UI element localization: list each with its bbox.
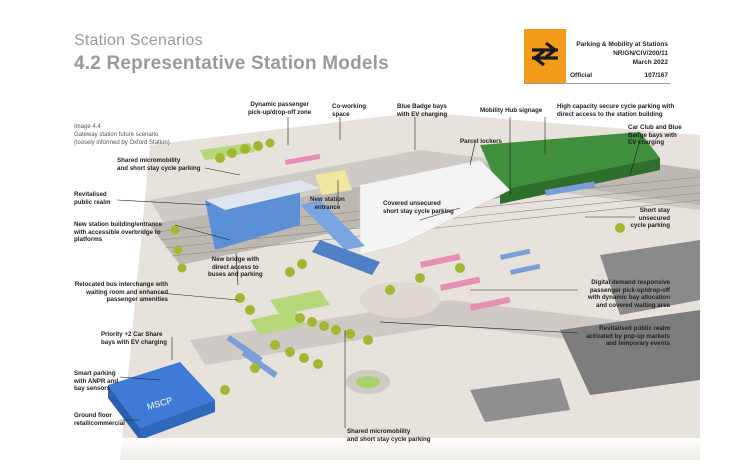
page-number: 107/167 [644,72,669,79]
overbridge [300,200,365,250]
road-lower [190,300,700,365]
doc-title: Parking & Mobility at Stations [576,41,668,48]
mscp-building [108,362,215,428]
coworking-space [315,170,352,195]
header-rule [524,83,670,84]
plaza-circle [360,282,440,318]
adjacent-building-3 [470,378,570,422]
doc-ref: NR/GN/CIV/200/11 [613,50,668,57]
new-bridge [312,240,380,275]
image-caption: Image 4.4 Gateway station future scenari… [74,123,170,147]
image-number: Image 4.4 [74,124,101,130]
national-rail-logo [524,29,566,83]
doc-date: March 2022 [632,59,668,66]
double-arrow-icon [532,41,558,67]
image-caption-line1: Gateway station future scenario [74,132,159,138]
document-info: Parking & Mobility at Stations NR/GN/CIV… [570,40,668,67]
adjacent-building [600,240,700,315]
adjacent-building-2 [560,310,700,395]
image-caption-line2: (loosely informed by Oxford Station) [74,140,170,146]
label-parcel-lockers: Parcel lockers [460,138,502,145]
label-mobility-hub: Mobility Hub signage [480,107,543,114]
section-title: Station Scenarios [74,32,203,49]
cycle-hub-green-roof [480,132,660,190]
classification: Official [570,72,593,79]
page-title: 4.2 Representative Station Models [74,53,389,74]
cycle-hub-facade [500,158,660,204]
